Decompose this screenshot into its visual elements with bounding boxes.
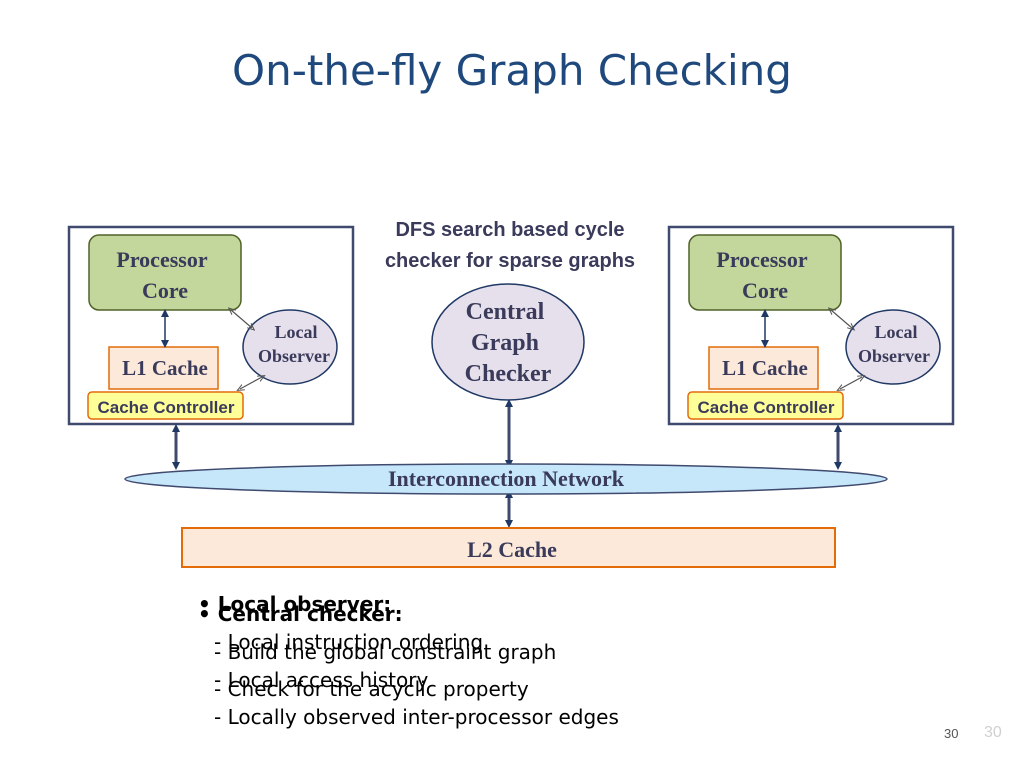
central-checker-item: - Check for the acyclic property [214,677,529,701]
l2-cache [181,527,836,568]
left-cache-controller-label: Cache Controller [98,398,235,417]
left-observer-label-line1: Local [275,322,318,342]
slide-title: On-the-fly Graph Checking [232,46,792,95]
left-processor-label-line1: Processor [116,247,207,272]
local-observer-item: - Local access history [214,668,429,692]
left-processor-node: Processor Core Local Observer L1 Cache C… [67,225,355,426]
right-local-observer [845,309,941,385]
interconnection-network [124,463,888,495]
right-observer-label-line2: Observer [858,346,930,366]
local-observer-item: - Local instruction ordering [214,630,484,654]
central-checker-label-line1: Central [466,299,545,325]
left-processor-label-line2: Core [142,278,188,303]
right-cache-controller-label: Cache Controller [698,398,835,417]
left-l1-cache-label: L1 Cache [122,356,208,380]
dfs-note-line2: checker for sparse graphs [385,250,635,272]
right-processor-label-line1: Processor [716,247,807,272]
slide-number-ghost: 30 [984,724,1002,741]
right-cache-controller [687,391,844,420]
left-local-observer [242,309,338,385]
central-checker-item: - Build the global constraint graph [214,640,557,664]
local-observer-heading: • Local observer: [198,592,392,616]
left-controller-observer-arrow [240,377,262,389]
interconnection-network-label: Interconnection Network [388,466,625,491]
right-core-observer-arrow [831,310,852,328]
central-checker-label-line3: Checker [465,361,552,387]
right-processor-node: Processor Core Local Observer L1 Cache C… [667,225,955,426]
left-cache-controller [87,391,244,420]
network-link-arrows [172,399,842,528]
local-observer-item: - Locally observed inter-processor edges [214,705,619,729]
right-l1-cache [708,346,819,390]
right-controller-observer-arrow [840,377,862,389]
right-processor-label-line2: Core [742,278,788,303]
left-observer-label-line2: Observer [258,346,330,366]
right-l1-cache-label: L1 Cache [722,356,808,380]
slide-number: 30 [944,726,959,741]
central-checker-heading: • Central checker: [198,602,403,626]
l2-cache-label: L2 Cache [467,537,557,562]
dfs-note-line1: DFS search based cycle [395,219,624,241]
left-core-observer-arrow [231,310,252,328]
right-observer-label-line1: Local [875,322,918,342]
central-checker-label-line2: Graph [471,330,539,356]
left-l1-cache [108,346,219,390]
